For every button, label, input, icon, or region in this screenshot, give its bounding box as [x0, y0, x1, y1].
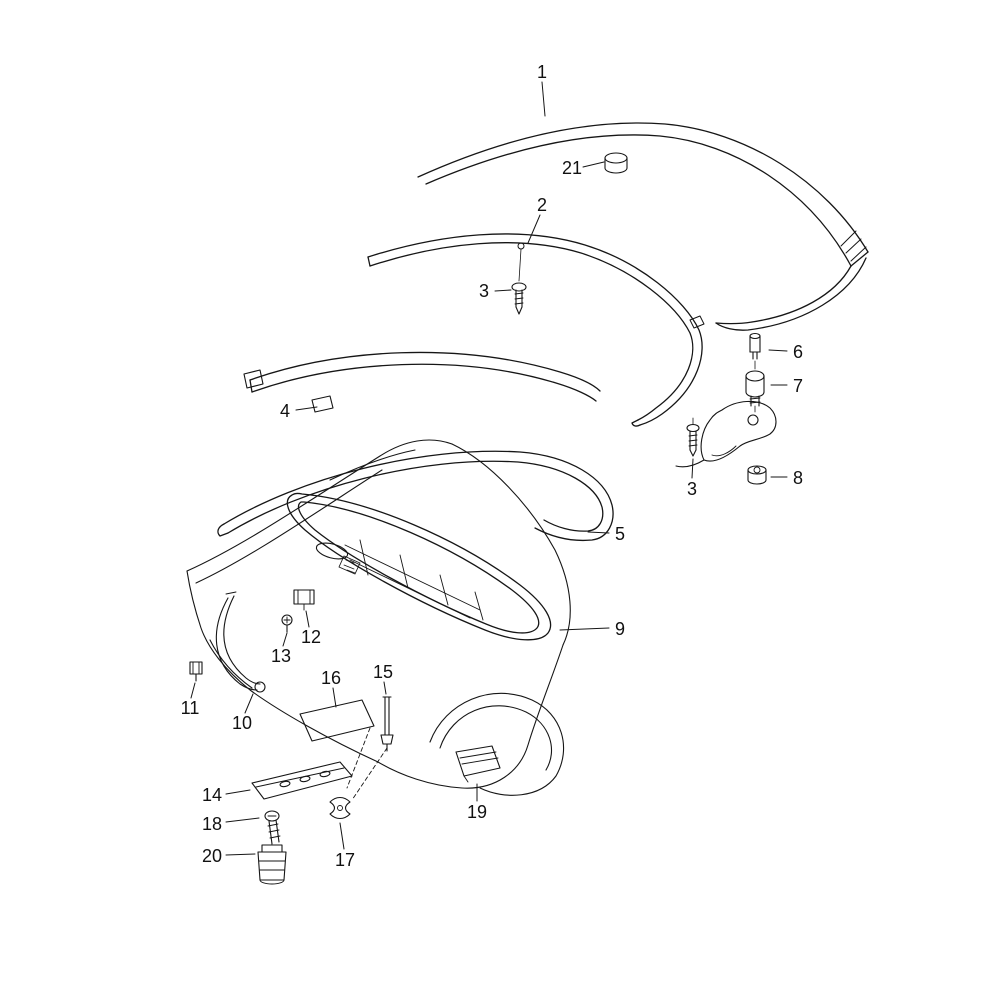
callout-17: 17 [334, 850, 356, 870]
callout-9: 9 [614, 619, 626, 639]
assembly-reference-lines [346, 727, 388, 801]
callout-12: 12 [300, 627, 322, 647]
part-1-trim-strip [417, 122, 869, 331]
callout-15: 15 [372, 662, 394, 682]
part-6-stud [749, 332, 761, 370]
part-5-seal [217, 450, 614, 542]
mounting-bracket [675, 400, 777, 468]
callout-5: 5 [614, 524, 626, 544]
part-18-screw [264, 810, 281, 845]
part-21-cap [604, 152, 628, 174]
callout-2: 2 [536, 195, 548, 215]
part-14-bracket [251, 761, 353, 800]
callout-21: 21 [561, 158, 583, 178]
car-body-outline [186, 439, 571, 796]
callout-20: 20 [201, 846, 223, 866]
callout-14: 14 [201, 785, 223, 805]
leader-lines [190, 81, 788, 856]
callout-19: 19 [466, 802, 488, 822]
part-9-seal-loop [286, 492, 552, 641]
callout-8: 8 [792, 468, 804, 488]
callout-11: 11 [180, 698, 200, 718]
part-7-bolt [745, 370, 765, 413]
part-3-screw-lower [686, 417, 700, 457]
part-16-pad [299, 699, 375, 742]
part-13-bolt [281, 614, 293, 633]
part-4-trim-strip [243, 351, 601, 413]
part-20-buffer [257, 844, 287, 885]
callout-1: 1 [536, 62, 548, 82]
part-2-trim-strip [367, 233, 705, 427]
part-8-nut [747, 465, 767, 485]
part-11-clamp [189, 661, 203, 682]
part-17-clip [329, 796, 351, 820]
callout-6: 6 [792, 342, 804, 362]
callout-18: 18 [201, 814, 223, 834]
part-15-rivet [380, 696, 394, 752]
callout-13: 13 [270, 646, 292, 666]
part-12-clip [293, 589, 315, 611]
callout-4: 4 [279, 401, 291, 421]
callout-7: 7 [792, 376, 804, 396]
part-3-screw-upper [511, 282, 527, 315]
callout-16: 16 [320, 668, 342, 688]
part-10-drain-hose [215, 591, 266, 693]
callout-3-upper: 3 [478, 281, 490, 301]
part-19-vent [455, 745, 501, 783]
callout-3-lower: 3 [686, 479, 698, 499]
callout-10: 10 [231, 713, 253, 733]
